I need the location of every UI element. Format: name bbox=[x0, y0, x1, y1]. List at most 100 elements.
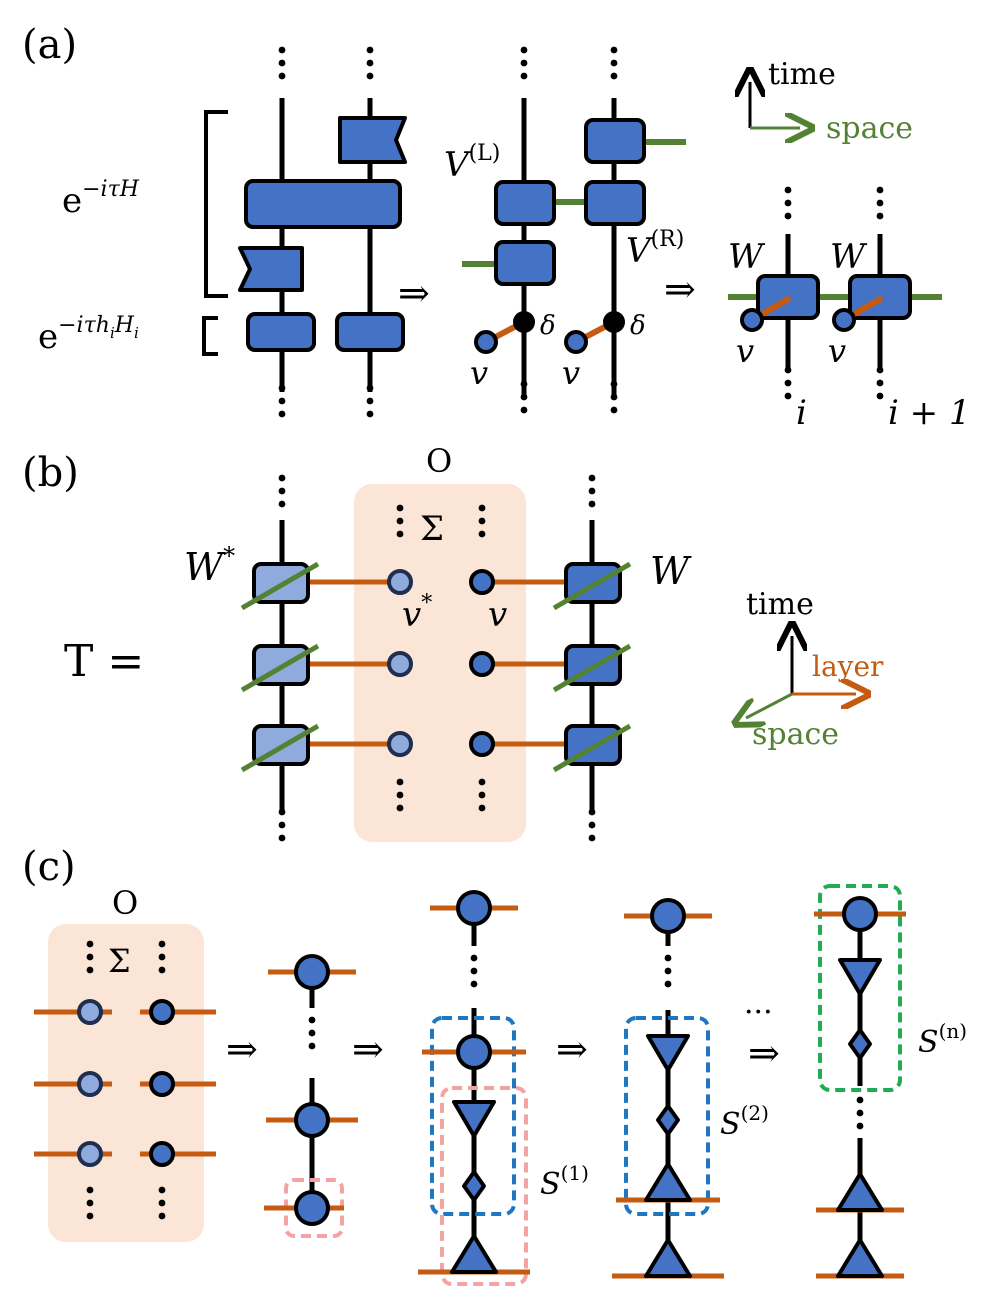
delta-node-right bbox=[603, 311, 625, 333]
ellipsis-dot bbox=[86, 953, 94, 961]
ellipsis-dot bbox=[278, 808, 286, 816]
ellipsis-dot bbox=[856, 1096, 864, 1104]
triangle-down-node bbox=[646, 1034, 690, 1072]
ellipsis-dot bbox=[520, 46, 528, 54]
ellipsis-dot bbox=[278, 397, 286, 405]
triangle-up-node bbox=[644, 1162, 692, 1202]
dots-b-bot-l bbox=[396, 778, 404, 812]
w-space-leg bbox=[552, 561, 632, 611]
panel-a: (a) e−iτH e−iτhiHi ⇒ bbox=[22, 22, 971, 433]
dots-a8 bbox=[610, 380, 618, 414]
ellipsis-dot bbox=[366, 46, 374, 54]
vl-tensor-upper bbox=[494, 180, 556, 226]
ellipsis-dot bbox=[588, 500, 596, 508]
t-equals-label: T = bbox=[64, 636, 144, 687]
ellipsis-dot bbox=[158, 940, 166, 948]
ellipsis-dot bbox=[588, 821, 596, 829]
dots-c3 bbox=[470, 954, 478, 988]
c5-green-box bbox=[818, 884, 902, 1092]
ellipsis-dot bbox=[366, 59, 374, 67]
dots-c4 bbox=[664, 954, 672, 988]
ellipsis-dot bbox=[610, 406, 618, 414]
dots-a2 bbox=[366, 46, 374, 80]
dots-c-bot-r bbox=[158, 1186, 166, 1220]
diamond-node bbox=[462, 1170, 486, 1202]
ellipsis-dot bbox=[520, 380, 528, 388]
dots-c-sum-l bbox=[86, 940, 94, 974]
dots-b3 bbox=[278, 808, 286, 842]
dots-a12 bbox=[876, 366, 884, 400]
mps-circle-node bbox=[294, 954, 330, 990]
ellipsis-dot bbox=[478, 791, 486, 799]
vstar-node bbox=[387, 731, 413, 757]
ellipsis-dot bbox=[876, 186, 884, 194]
triangle-down-node bbox=[452, 1100, 496, 1138]
vr-tensor-upper bbox=[584, 118, 646, 164]
mps-circle-node bbox=[456, 890, 492, 926]
ellipsis-dot bbox=[158, 1212, 166, 1220]
o-label-b: O bbox=[426, 442, 452, 480]
v-label-left: v bbox=[470, 354, 488, 392]
panel-a-label: (a) bbox=[22, 22, 77, 68]
ellipsis-dot bbox=[366, 410, 374, 418]
dots-a4 bbox=[366, 384, 374, 418]
ellipsis-dot bbox=[478, 804, 486, 812]
ellipsis-dot bbox=[86, 940, 94, 948]
ellipsis-dot bbox=[876, 212, 884, 220]
axis-space-arrow-b bbox=[746, 692, 793, 718]
mps-circle-node bbox=[650, 898, 686, 934]
dots-c5 bbox=[856, 1096, 864, 1130]
ellipsis-dot bbox=[308, 1029, 316, 1037]
ellipsis-c: ··· bbox=[744, 995, 773, 1030]
ellipsis-dot bbox=[158, 953, 166, 961]
dots-b-sum-l bbox=[396, 504, 404, 538]
v-label-b: v bbox=[488, 595, 507, 635]
ellipsis-dot bbox=[856, 1109, 864, 1117]
ellipsis-dot bbox=[278, 474, 286, 482]
ellipsis-dot bbox=[158, 1199, 166, 1207]
ellipsis-dot bbox=[520, 59, 528, 67]
c4-blue-box bbox=[624, 1016, 710, 1216]
panel-c-label: (c) bbox=[22, 844, 76, 890]
dots-a10 bbox=[876, 186, 884, 220]
w-v-node-2 bbox=[832, 308, 856, 332]
arrow-c3: ⇒ bbox=[556, 1027, 588, 1071]
v-node bbox=[469, 569, 495, 595]
ellipsis-dot bbox=[396, 778, 404, 786]
ellipsis-dot bbox=[470, 954, 478, 962]
ellipsis-dot bbox=[876, 199, 884, 207]
ellipsis-dot bbox=[784, 379, 792, 387]
v-node-right bbox=[564, 330, 588, 354]
gate-notched-bottom bbox=[238, 246, 304, 292]
ellipsis-dot bbox=[308, 1042, 316, 1050]
dots-c-sum-r bbox=[158, 940, 166, 974]
ellipsis-dot bbox=[588, 808, 596, 816]
ellipsis-dot bbox=[610, 46, 618, 54]
ellipsis-dot bbox=[520, 393, 528, 401]
vstar-node bbox=[387, 651, 413, 677]
ellipsis-dot bbox=[610, 393, 618, 401]
dots-a1 bbox=[278, 46, 286, 80]
ellipsis-dot bbox=[520, 72, 528, 80]
delta-label-right: δ bbox=[630, 311, 646, 341]
arrow-c4: ⇒ bbox=[748, 1031, 780, 1075]
w-v-label-2: v bbox=[828, 332, 846, 370]
ellipsis-dot bbox=[664, 967, 672, 975]
ellipsis-dot bbox=[610, 72, 618, 80]
dots-a5 bbox=[520, 46, 528, 80]
ellipsis-dot bbox=[158, 966, 166, 974]
ellipsis-dot bbox=[86, 1186, 94, 1194]
w-space-leg bbox=[552, 643, 632, 693]
ellipsis-dot bbox=[86, 1212, 94, 1220]
delta-node-left bbox=[513, 311, 535, 333]
vstar-node bbox=[77, 999, 103, 1025]
ellipsis-dot bbox=[396, 517, 404, 525]
w-space-leg bbox=[552, 723, 632, 773]
evolution-bracket bbox=[204, 110, 228, 298]
arrow-c1: ⇒ bbox=[226, 1027, 258, 1071]
local-bracket bbox=[202, 316, 218, 356]
ellipsis-dot bbox=[784, 212, 792, 220]
vl-tensor-lower bbox=[494, 240, 556, 286]
